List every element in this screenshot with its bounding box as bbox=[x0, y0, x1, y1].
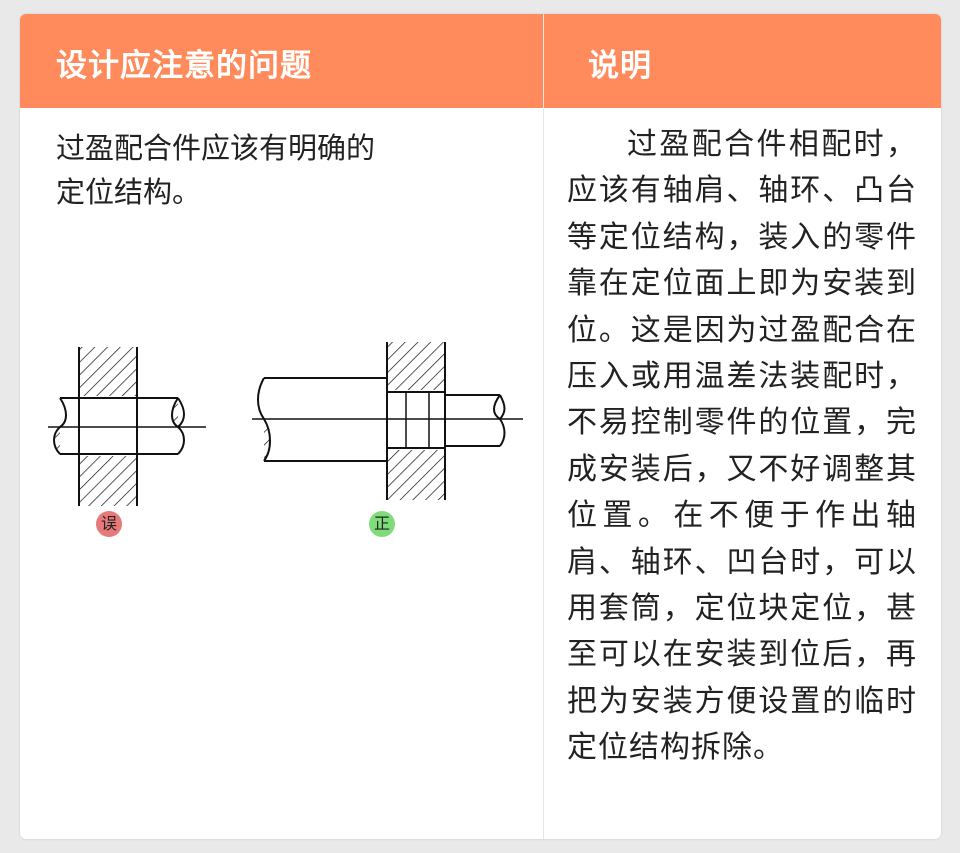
header-col-issue: 设计应注意的问题 bbox=[56, 48, 312, 84]
wrong-example-drawing bbox=[48, 347, 206, 506]
column-divider bbox=[543, 14, 544, 839]
explanation-text: 过盈配合件相配时，应该有轴肩、轴环、凸台等定位结构，装入的零件靠在定位面上即为安… bbox=[567, 127, 917, 766]
right-example-drawing bbox=[252, 342, 523, 500]
header-col-explanation: 说明 bbox=[588, 48, 652, 84]
table-card: 设计应注意的问题 说明 过盈配合件应该有明确的 定位结构。 过盈配合件相配时，应… bbox=[20, 14, 941, 839]
wrong-badge: 误 bbox=[96, 511, 122, 537]
table-header: 设计应注意的问题 说明 bbox=[20, 14, 941, 108]
fit-diagram bbox=[48, 342, 523, 506]
right-badge: 正 bbox=[369, 511, 395, 537]
issue-text: 过盈配合件应该有明确的 定位结构。 bbox=[56, 131, 376, 209]
